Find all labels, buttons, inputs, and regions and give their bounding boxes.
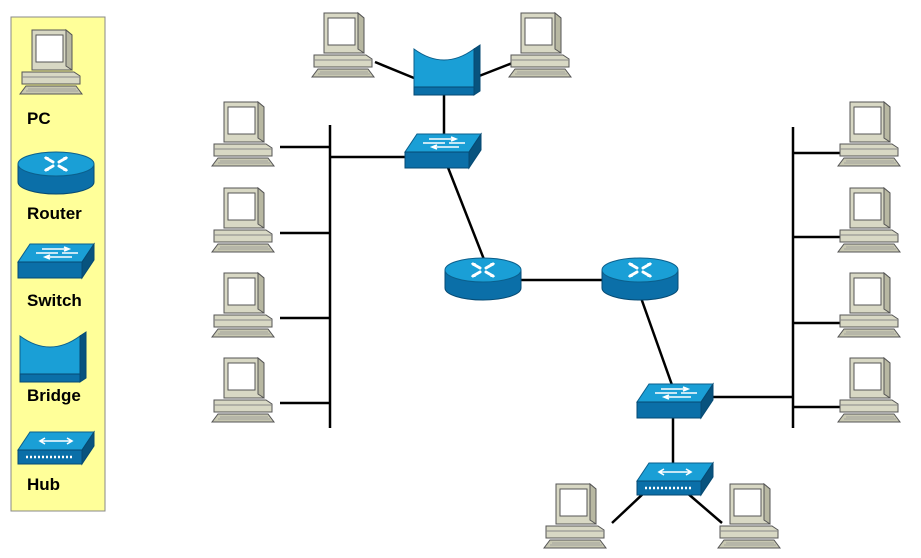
hub-right-pc-link (685, 491, 723, 524)
pc-icon (211, 187, 275, 253)
bridge-icon (413, 44, 481, 96)
legend-label-pc: PC (27, 109, 51, 128)
legend-panel: PC Router Switch Bridge Hub (10, 16, 106, 512)
switch-icon (17, 243, 95, 279)
hub-icon (16, 430, 96, 466)
pc-icon (311, 12, 375, 78)
connections (280, 60, 845, 524)
bridge-left-pc-link (374, 60, 415, 80)
legend-label-bridge: Bridge (27, 386, 81, 405)
pc-icon (837, 187, 901, 253)
legend-label-router: Router (27, 204, 82, 223)
pc-icon (543, 483, 607, 549)
switch-icon (404, 133, 482, 169)
legend-label-switch: Switch (27, 291, 82, 310)
bridge-right-pc-link (473, 60, 516, 80)
pc-icon (211, 101, 275, 167)
switch-icon (636, 383, 714, 419)
legend-label-hub: Hub (27, 475, 60, 494)
pc-icon (717, 483, 781, 549)
pc-icon (211, 272, 275, 338)
top-switch-to-router-link (445, 164, 487, 263)
router-to-lower-switch-link (638, 294, 674, 386)
pc-icon (508, 12, 572, 78)
hub-left-pc-link (611, 491, 646, 524)
pc-icon (837, 357, 901, 423)
pc-icon (211, 357, 275, 423)
pc-icon (837, 101, 901, 167)
hub-icon (635, 461, 715, 497)
router-icon (16, 150, 96, 196)
router-icon (443, 256, 523, 302)
pc-icon (837, 272, 901, 338)
router-icon (600, 256, 680, 302)
